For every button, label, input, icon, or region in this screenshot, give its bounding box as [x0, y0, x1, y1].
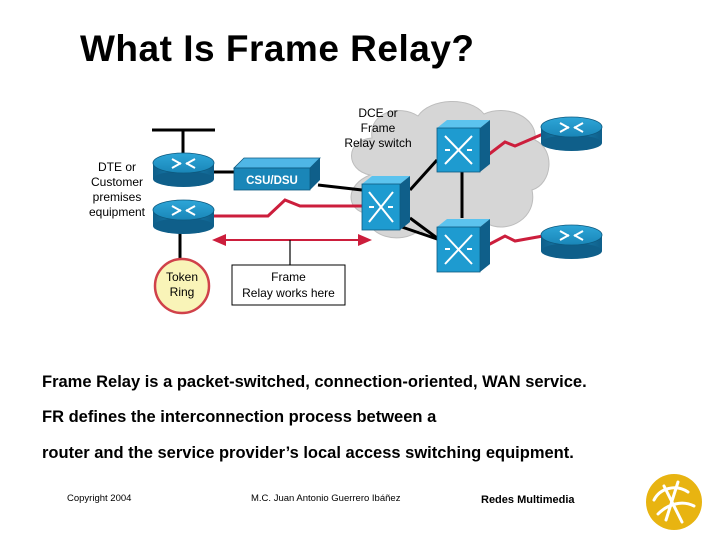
csu-dsu-device: CSU/DSU — [233, 157, 321, 191]
dte-label-1: DTE or — [98, 160, 136, 174]
body-line-2: FR defines the interconnection process b… — [42, 408, 437, 426]
token-ring-label-1: Token — [166, 270, 198, 284]
network-links — [178, 158, 464, 265]
frame-relay-callout: Frame Relay works here — [231, 264, 346, 306]
slide-title: What Is Frame Relay? — [80, 28, 475, 69]
dte-label-4: equipment — [89, 205, 146, 219]
footer-author: M.C. Juan Antonio Guerrero Ibáñez — [251, 493, 401, 504]
fr-switch-top — [436, 120, 490, 173]
csu-dsu-label: CSU/DSU — [246, 175, 298, 187]
body-line-3: router and the service provider’s local … — [42, 444, 574, 462]
callout-line-2: Relay works here — [242, 286, 335, 300]
course-logo-icon — [646, 474, 702, 530]
dce-label-3: Relay switch — [344, 136, 411, 150]
fr-switch-left — [361, 176, 410, 231]
body-line-1: Frame Relay is a packet-switched, connec… — [42, 373, 587, 391]
dce-label-1: DCE or — [358, 106, 397, 120]
dte-label-3: premises — [93, 190, 142, 204]
dte-label-2: Customer — [91, 175, 143, 189]
frame-relay-diagram: CSU/DSU Token Ring — [89, 101, 603, 315]
dce-label-2: Frame — [361, 121, 396, 135]
callout-line-1: Frame — [271, 270, 306, 284]
fr-switch-bottom — [436, 219, 490, 273]
dte-router-bottom — [152, 199, 215, 234]
wan-links — [214, 132, 544, 247]
footer-course: Redes Multimedia — [481, 494, 575, 506]
footer-copyright: Copyright 2004 — [67, 493, 132, 504]
token-ring-label-2: Ring — [170, 285, 195, 299]
frame-relay-span-arrow — [212, 234, 372, 265]
token-ring: Token Ring — [153, 257, 211, 315]
remote-router-top — [540, 116, 603, 151]
dte-label: DTE or Customer premises equipment — [89, 160, 146, 219]
dte-router-top — [152, 152, 215, 187]
remote-router-bottom — [540, 224, 603, 259]
dce-label: DCE or Frame Relay switch — [344, 106, 411, 150]
